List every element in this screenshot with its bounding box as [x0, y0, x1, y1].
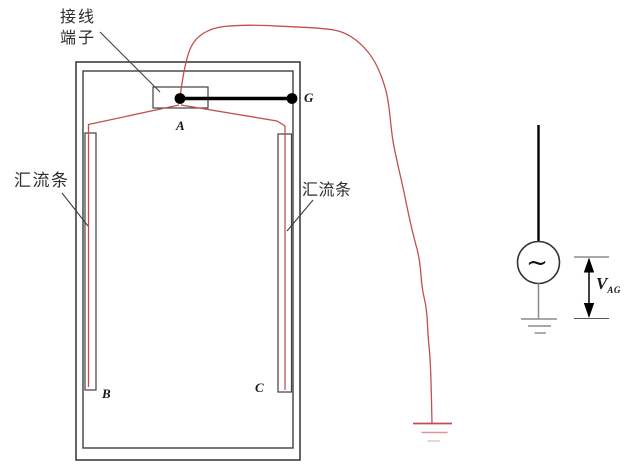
pointer-terminal-label — [99, 31, 161, 93]
pointer-busbar-left-label — [61, 192, 89, 227]
pointer-busbar-right-label — [286, 199, 314, 232]
dimension-arrowhead-up — [583, 257, 595, 273]
panel-inner-frame — [82, 70, 294, 449]
wire-a-to-busbar-right — [180, 104, 286, 390]
node-g-dot — [286, 93, 298, 104]
earth-symbol-gray — [521, 318, 557, 334]
busbar-left-label: 汇流条 — [14, 171, 70, 190]
terminal-block-label: 接线 端子 — [60, 7, 96, 49]
node-label-g: G — [304, 90, 314, 105]
voltage-dimension — [574, 256, 609, 319]
panel-outer-frame — [75, 61, 301, 461]
node-label-c: C — [255, 380, 264, 395]
earth-symbol-red — [413, 422, 452, 442]
wire-a-to-busbar-left — [87, 104, 180, 387]
terminal-label-line2: 端子 — [60, 30, 97, 47]
ac-source-branch: ~ — [516, 125, 561, 334]
node-label-a: A — [176, 118, 185, 133]
wire-a-to-earth — [179, 24, 433, 424]
red-wiring — [87, 24, 452, 442]
dimension-arrowhead-down — [583, 303, 595, 318]
conductor-a-g — [174, 93, 298, 104]
terminal-label-line1: 接线 — [60, 9, 97, 26]
node-a-dot — [174, 93, 186, 104]
busbar-left-outline — [84, 132, 97, 391]
voltage-label-main: V — [596, 274, 608, 293]
voltage-label: VAG — [596, 274, 621, 295]
voltage-label-subscript: AG — [607, 285, 621, 295]
ac-waveform-symbol: ~ — [526, 248, 548, 278]
callout-pointers — [61, 31, 314, 232]
busbar-right-label: 汇流条 — [302, 182, 352, 199]
node-label-b: B — [102, 386, 111, 401]
